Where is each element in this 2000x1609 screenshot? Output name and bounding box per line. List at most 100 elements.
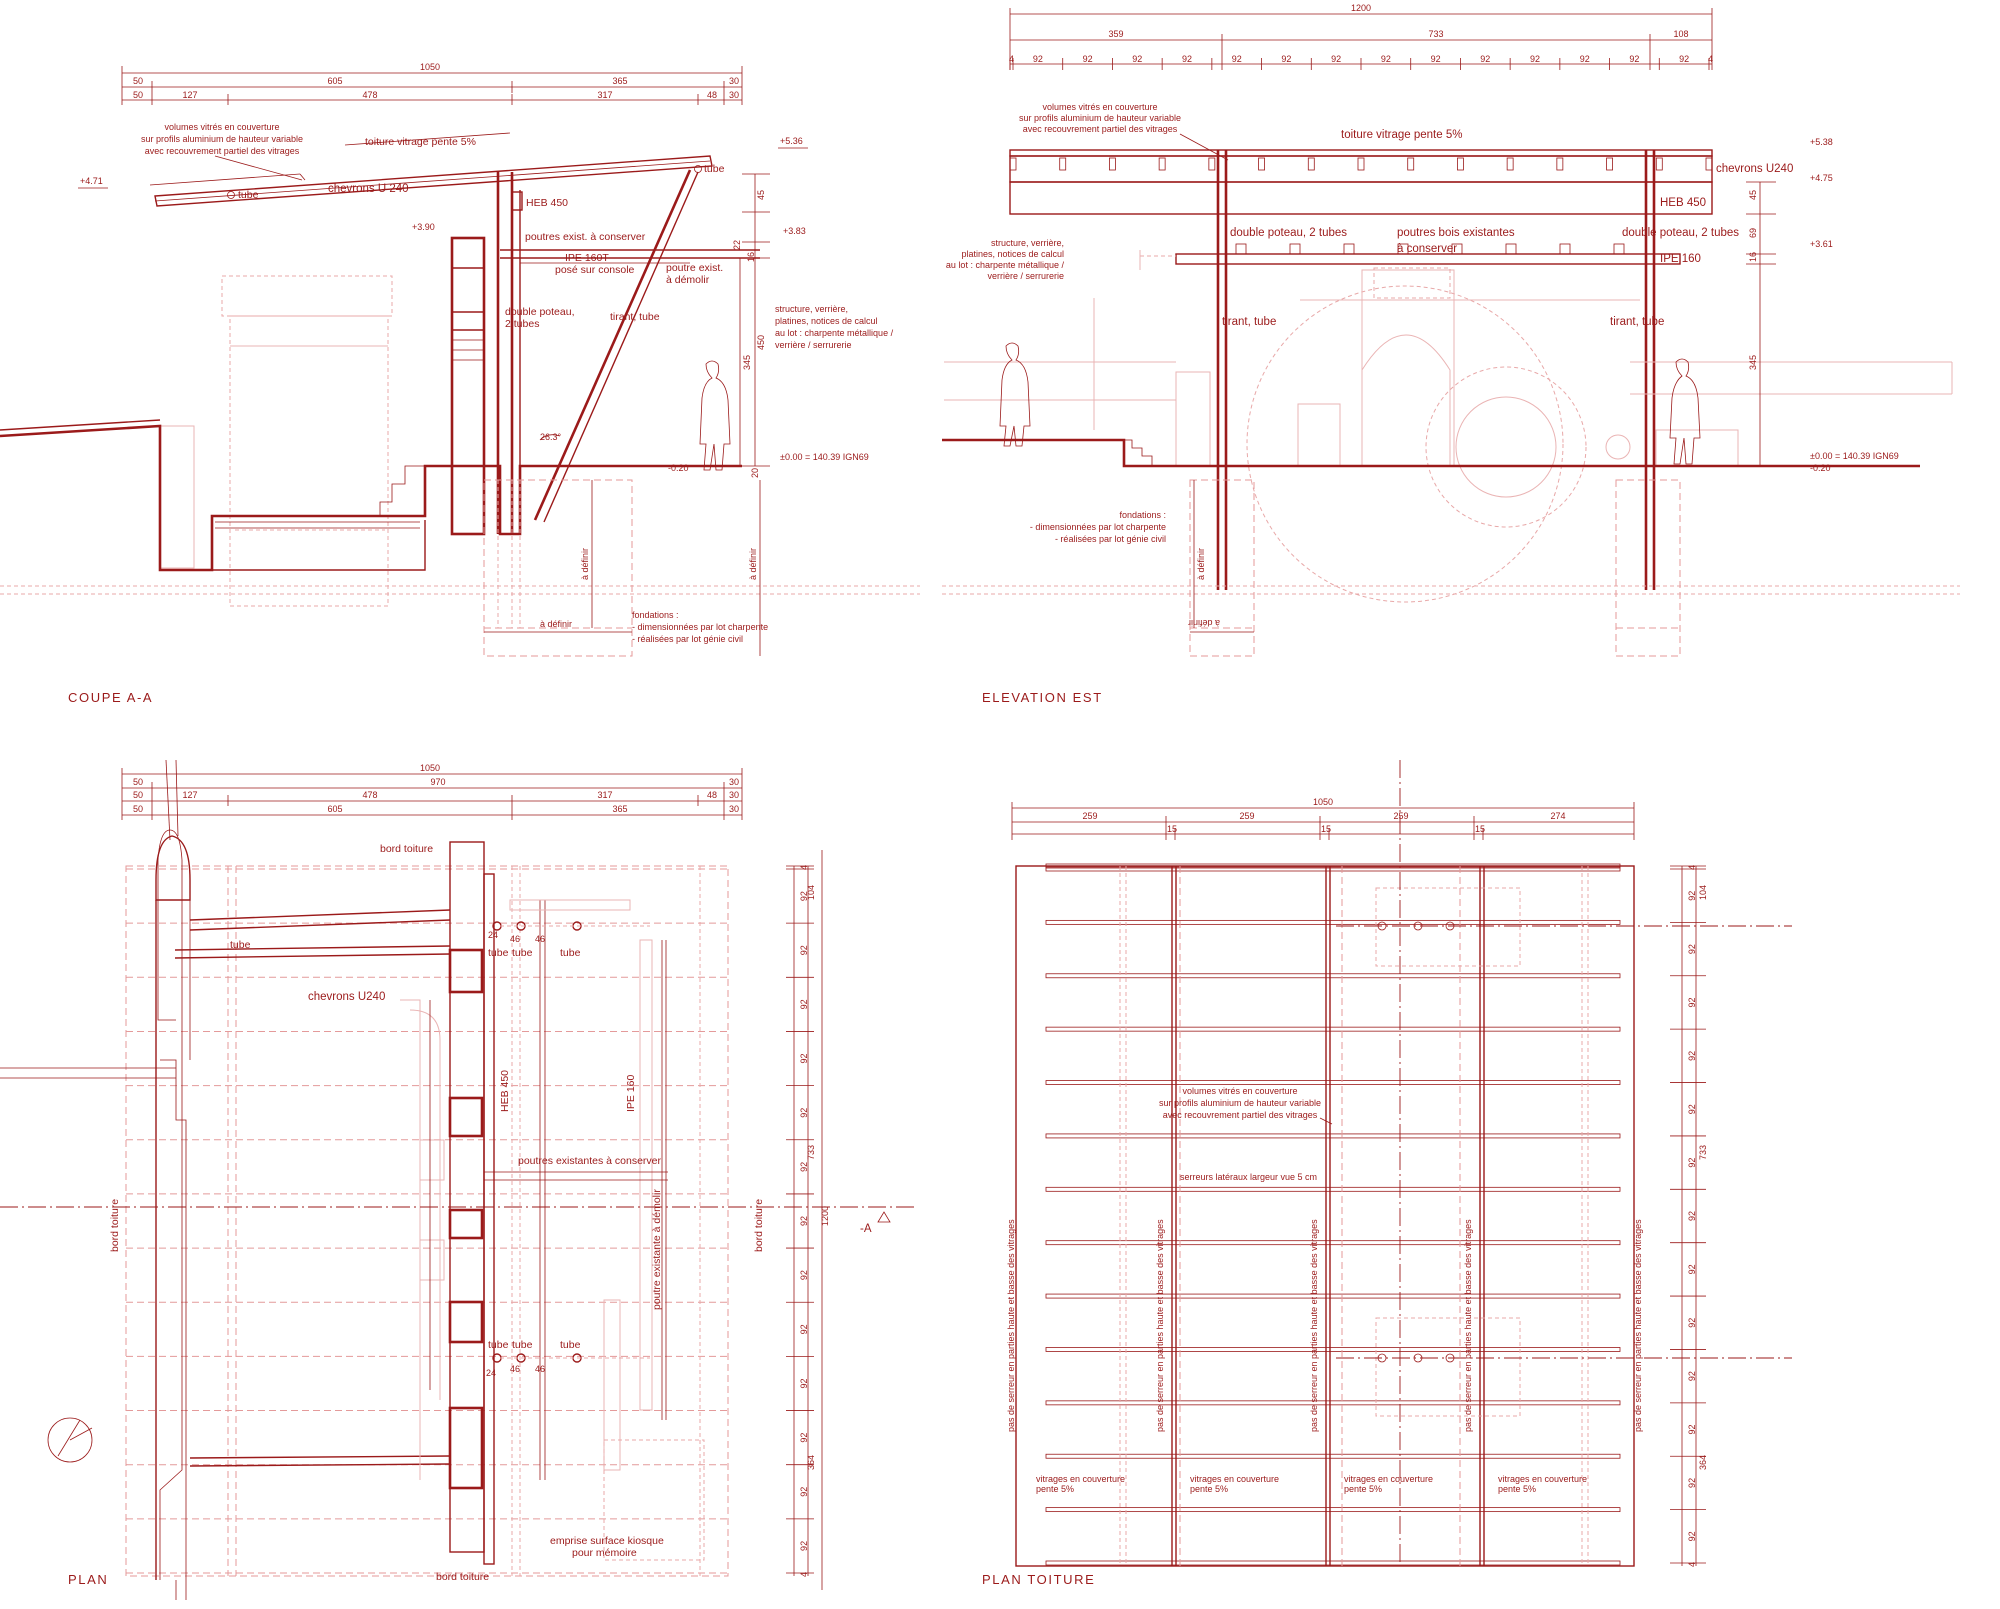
coupe-dim: 50 [133, 90, 143, 100]
coupe-pose-label: posé sur console [555, 264, 635, 276]
elev-level: -0.20 [1810, 463, 1831, 473]
coupe-demolir-label: à démolir [666, 274, 710, 286]
toiture-vitrages: vitrages en couverture [1036, 1474, 1125, 1484]
plan-vdim: 92 [799, 1324, 809, 1334]
elev-purlin [1258, 157, 1265, 171]
plan-bord-toiture: bord toiture [380, 843, 433, 855]
plan-dim: 30 [729, 777, 739, 787]
toiture-vitrages: vitrages en couverture [1498, 1474, 1587, 1484]
toiture-vdim: 92 [1687, 944, 1697, 954]
elev-dim: 92 [1629, 54, 1639, 64]
plan-vdim: 733 [806, 1145, 816, 1160]
coupe-vdim: 345 [742, 355, 752, 370]
coupe-dim: 50 [133, 76, 143, 86]
plan-vdim: 104 [806, 885, 816, 900]
toiture-dimensions: 1050 259 259 259 274 15 15 15 [1011, 797, 1635, 840]
plan-dim-small: 24 [486, 1368, 496, 1378]
elev-purlin [1009, 157, 1017, 171]
elev-a-definir: à définir [1188, 618, 1220, 628]
plan-dim-small: 24 [488, 930, 498, 940]
coupe-structure: HEB 450 poutres exist. à conserver IPE 1… [450, 169, 760, 536]
toiture-dim: 259 [1393, 811, 1408, 821]
elev-vdim: 69 [1748, 228, 1758, 238]
coupe-fondations: fondations : [632, 610, 679, 620]
elev-poteau-label: double poteau, 2 tubes [1230, 227, 1347, 239]
elev-level: +4.75 [1810, 173, 1833, 183]
elev-poteau-label: double poteau, 2 tubes [1622, 227, 1739, 239]
toiture-vdim: 92 [1687, 1211, 1697, 1221]
plan-vdim: 364 [806, 1455, 816, 1470]
toiture-dim: 15 [1475, 824, 1485, 834]
coupe-fondations: - réalisées par lot génie civil [632, 634, 743, 644]
plan-dim: 50 [133, 777, 143, 787]
coupe-level: +5.36 [780, 136, 803, 146]
toiture-chevron [1045, 1560, 1621, 1566]
toiture-vitrages: pente 5% [1498, 1484, 1536, 1494]
toiture-chevron [1045, 1400, 1621, 1406]
elev-existing [944, 250, 1953, 603]
elev-dim: 92 [1580, 54, 1590, 64]
coupe-note-line: avec recouvrement partiel des vitrages [145, 146, 300, 156]
toiture-chevron [1045, 973, 1621, 979]
plan-vdim: 92 [799, 1378, 809, 1388]
elev-beam-block [1235, 243, 1247, 255]
elev-vdim: 16 [1748, 252, 1758, 262]
elev-dim: 92 [1530, 54, 1540, 64]
elev-purlin [1506, 157, 1514, 171]
plan-dim: 317 [597, 790, 612, 800]
toiture-dim: 15 [1167, 824, 1177, 834]
elev-structure-note: verrière / serrurerie [987, 271, 1064, 281]
plan-dim: 365 [612, 804, 627, 814]
coupe-note-line: sur profils aluminium de hauteur variabl… [141, 134, 303, 144]
elev-purlin [1705, 157, 1713, 171]
toiture-vdim: 92 [1687, 891, 1697, 901]
elev-dim: 359 [1108, 29, 1123, 39]
elev-dim: 92 [1083, 54, 1093, 64]
plan-vdim: 92 [799, 1433, 809, 1443]
plan-tube-label: tube [488, 947, 509, 959]
coupe-poteau-label: 2 tubes [505, 318, 539, 330]
plan-tube-label: tube [512, 947, 533, 959]
coupe-dim: 48 [707, 90, 717, 100]
plan-dim: 48 [707, 790, 717, 800]
elev-foundations: à définir à définir fondations : - dimen… [1030, 479, 1681, 657]
toiture-chevron [1045, 919, 1621, 925]
toiture-chevron [1045, 1133, 1621, 1139]
elev-beam-block [1559, 243, 1571, 255]
coupe-toiture-label: toiture vitrage pente 5% [365, 136, 476, 148]
plan-heb-label: HEB 450 [499, 1070, 511, 1112]
coupe-structure-note: structure, verrière, [775, 304, 848, 314]
plan-vdim: 92 [799, 999, 809, 1009]
elev-tirant-label: tirant, tube [1610, 316, 1664, 328]
coupe-ipe-label: IPE 160T [565, 252, 609, 264]
toiture-vdim: 92 [1687, 997, 1697, 1007]
plan-dim: 30 [729, 804, 739, 814]
elev-purlin [1208, 157, 1216, 171]
coupe-poteau-label: double poteau, [505, 306, 574, 318]
elev-beam-block [1289, 243, 1301, 255]
elev-beam-block [1343, 243, 1355, 255]
coupe-demolir-label: poutre exist. [666, 262, 723, 274]
toiture-dim: 259 [1239, 811, 1254, 821]
coupe-roof: tube tube chevrons U 240 toiture vitrage… [149, 132, 725, 207]
plan-vdim: 92 [799, 1541, 809, 1551]
elev-dim: 92 [1431, 54, 1441, 64]
coupe-vdims: 45 22 16 450 345 20 [732, 173, 770, 478]
elev-dim: 92 [1182, 54, 1192, 64]
elev-ipe-label: IPE 160 [1660, 253, 1701, 265]
elev-dim: 92 [1480, 54, 1490, 64]
coupe-fondations: - dimensionnées par lot charpente [632, 622, 768, 632]
coupe-angle-label: 26.3° [540, 432, 562, 442]
elev-dim: 92 [1281, 54, 1291, 64]
plan-dim-small: 46 [535, 934, 545, 944]
plan-toiture-section: 1050 259 259 259 274 15 15 15 [982, 760, 1792, 1587]
elev-beam-block [1451, 243, 1463, 255]
plan-existing [0, 759, 451, 1600]
plan-demolir-label: poutre existante à démolir [651, 1189, 663, 1310]
plan-emprise: emprise surface kiosque [550, 1535, 664, 1547]
plan-toiture-title: PLAN TOITURE [982, 1572, 1095, 1587]
toiture-vdim: 92 [1687, 1531, 1697, 1541]
coupe-level: +3.90 [412, 222, 435, 232]
toiture-vitrages: vitrages en couverture [1344, 1474, 1433, 1484]
toiture-vdim: 92 [1687, 1478, 1697, 1488]
